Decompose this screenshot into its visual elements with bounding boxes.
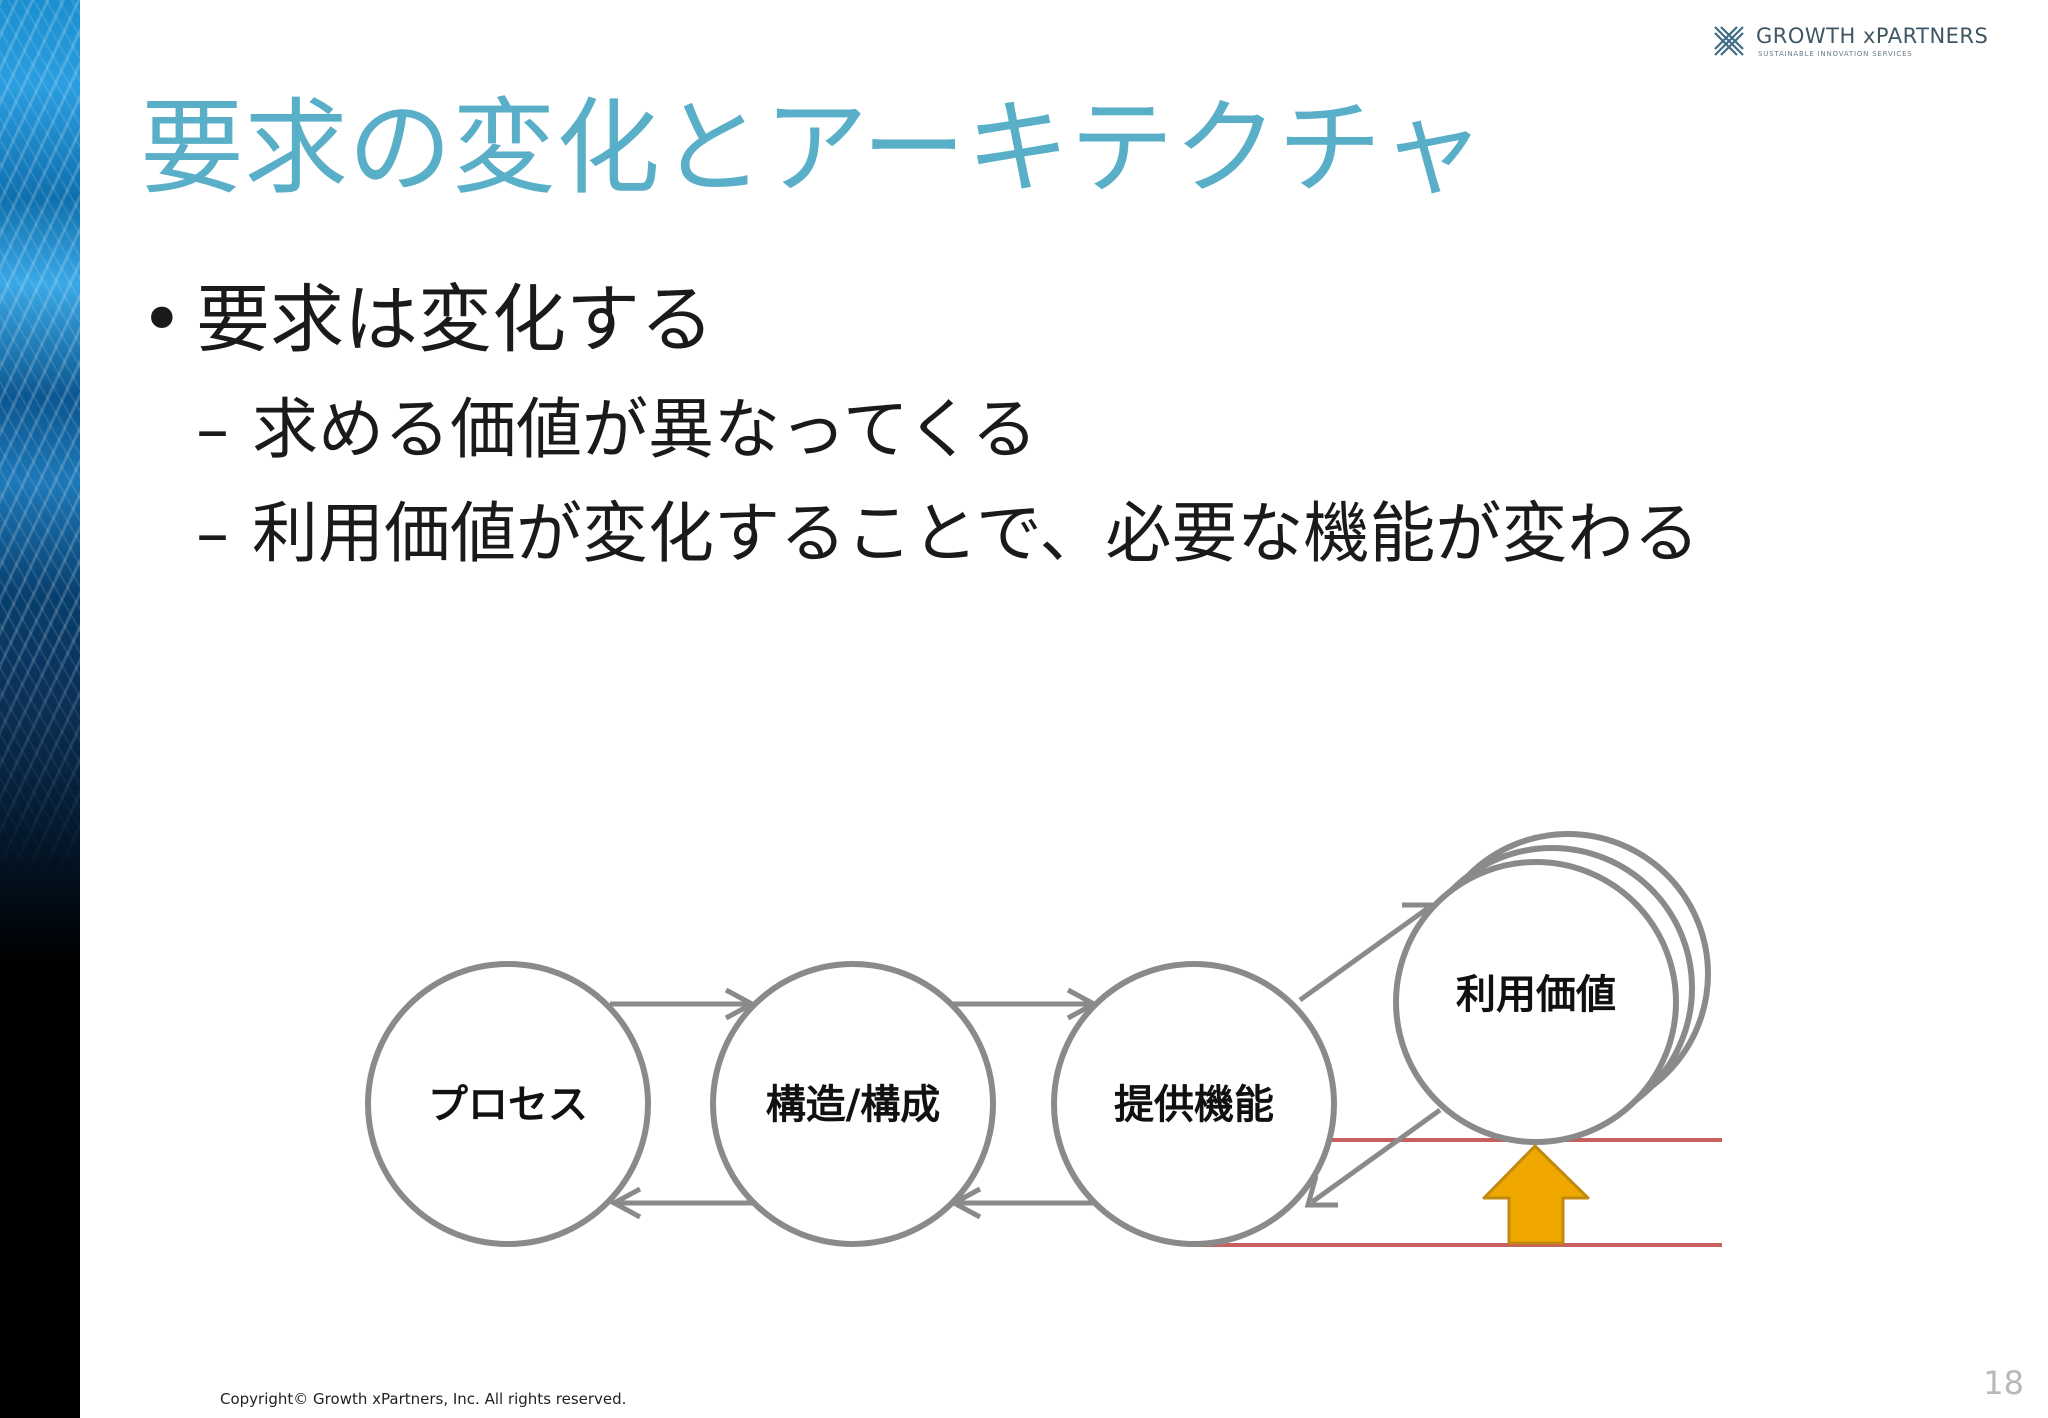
node-label-value: 利用価値 bbox=[1456, 972, 1616, 1018]
arrow-value-to-function bbox=[1310, 1107, 1442, 1205]
node-circle-function bbox=[1051, 961, 1337, 1247]
node-circle-value bbox=[1393, 859, 1679, 1145]
bullet-level1: •要求は変化する bbox=[140, 276, 714, 365]
copyright-notice: Copyright© Growth xPartners, Inc. All ri… bbox=[220, 1390, 627, 1408]
logo-mark-icon bbox=[1714, 26, 1744, 56]
slide-title: 要求の変化とアーキテクチャ bbox=[140, 87, 1485, 209]
bullet-level2-text: 利用価値が変化することで、必要な機能が変わる bbox=[252, 495, 1700, 572]
increase-up-arrow-icon bbox=[1482, 1144, 1590, 1245]
arrowhead-structure-to-process bbox=[608, 1186, 642, 1220]
bullet-level2-item: –利用価値が変化することで、必要な機能が変わる bbox=[196, 494, 1699, 573]
arrowhead-value-to-function bbox=[1304, 1175, 1338, 1208]
bullet-level2-item: –求める価値が異なってくる bbox=[196, 390, 1037, 469]
arrow-function-to-value bbox=[1298, 905, 1430, 1003]
node-circle-structure bbox=[710, 961, 996, 1247]
logo-company-name: GROWTH xPARTNERS bbox=[1756, 24, 1989, 48]
node-label-structure: 構造/構成 bbox=[766, 1082, 941, 1128]
page-number: 18 bbox=[1983, 1364, 2024, 1402]
decorative-side-band bbox=[0, 0, 80, 1418]
dash-glyph: – bbox=[196, 495, 229, 572]
bullet-level2-text: 求める価値が異なってくる bbox=[252, 391, 1038, 468]
node-label-function: 提供機能 bbox=[1114, 1082, 1274, 1128]
logo-tagline: SUSTAINABLE INNOVATION SERVICES bbox=[1758, 50, 1913, 58]
dash-glyph: – bbox=[196, 391, 229, 468]
bullet-glyph: • bbox=[140, 277, 184, 363]
node-circle-process bbox=[365, 961, 651, 1247]
bullet-level1-text: 要求は変化する bbox=[196, 277, 714, 363]
company-logo: GROWTH xPARTNERS SUSTAINABLE INNOVATION … bbox=[1712, 22, 2002, 66]
node-label-process: プロセス bbox=[428, 1082, 588, 1128]
